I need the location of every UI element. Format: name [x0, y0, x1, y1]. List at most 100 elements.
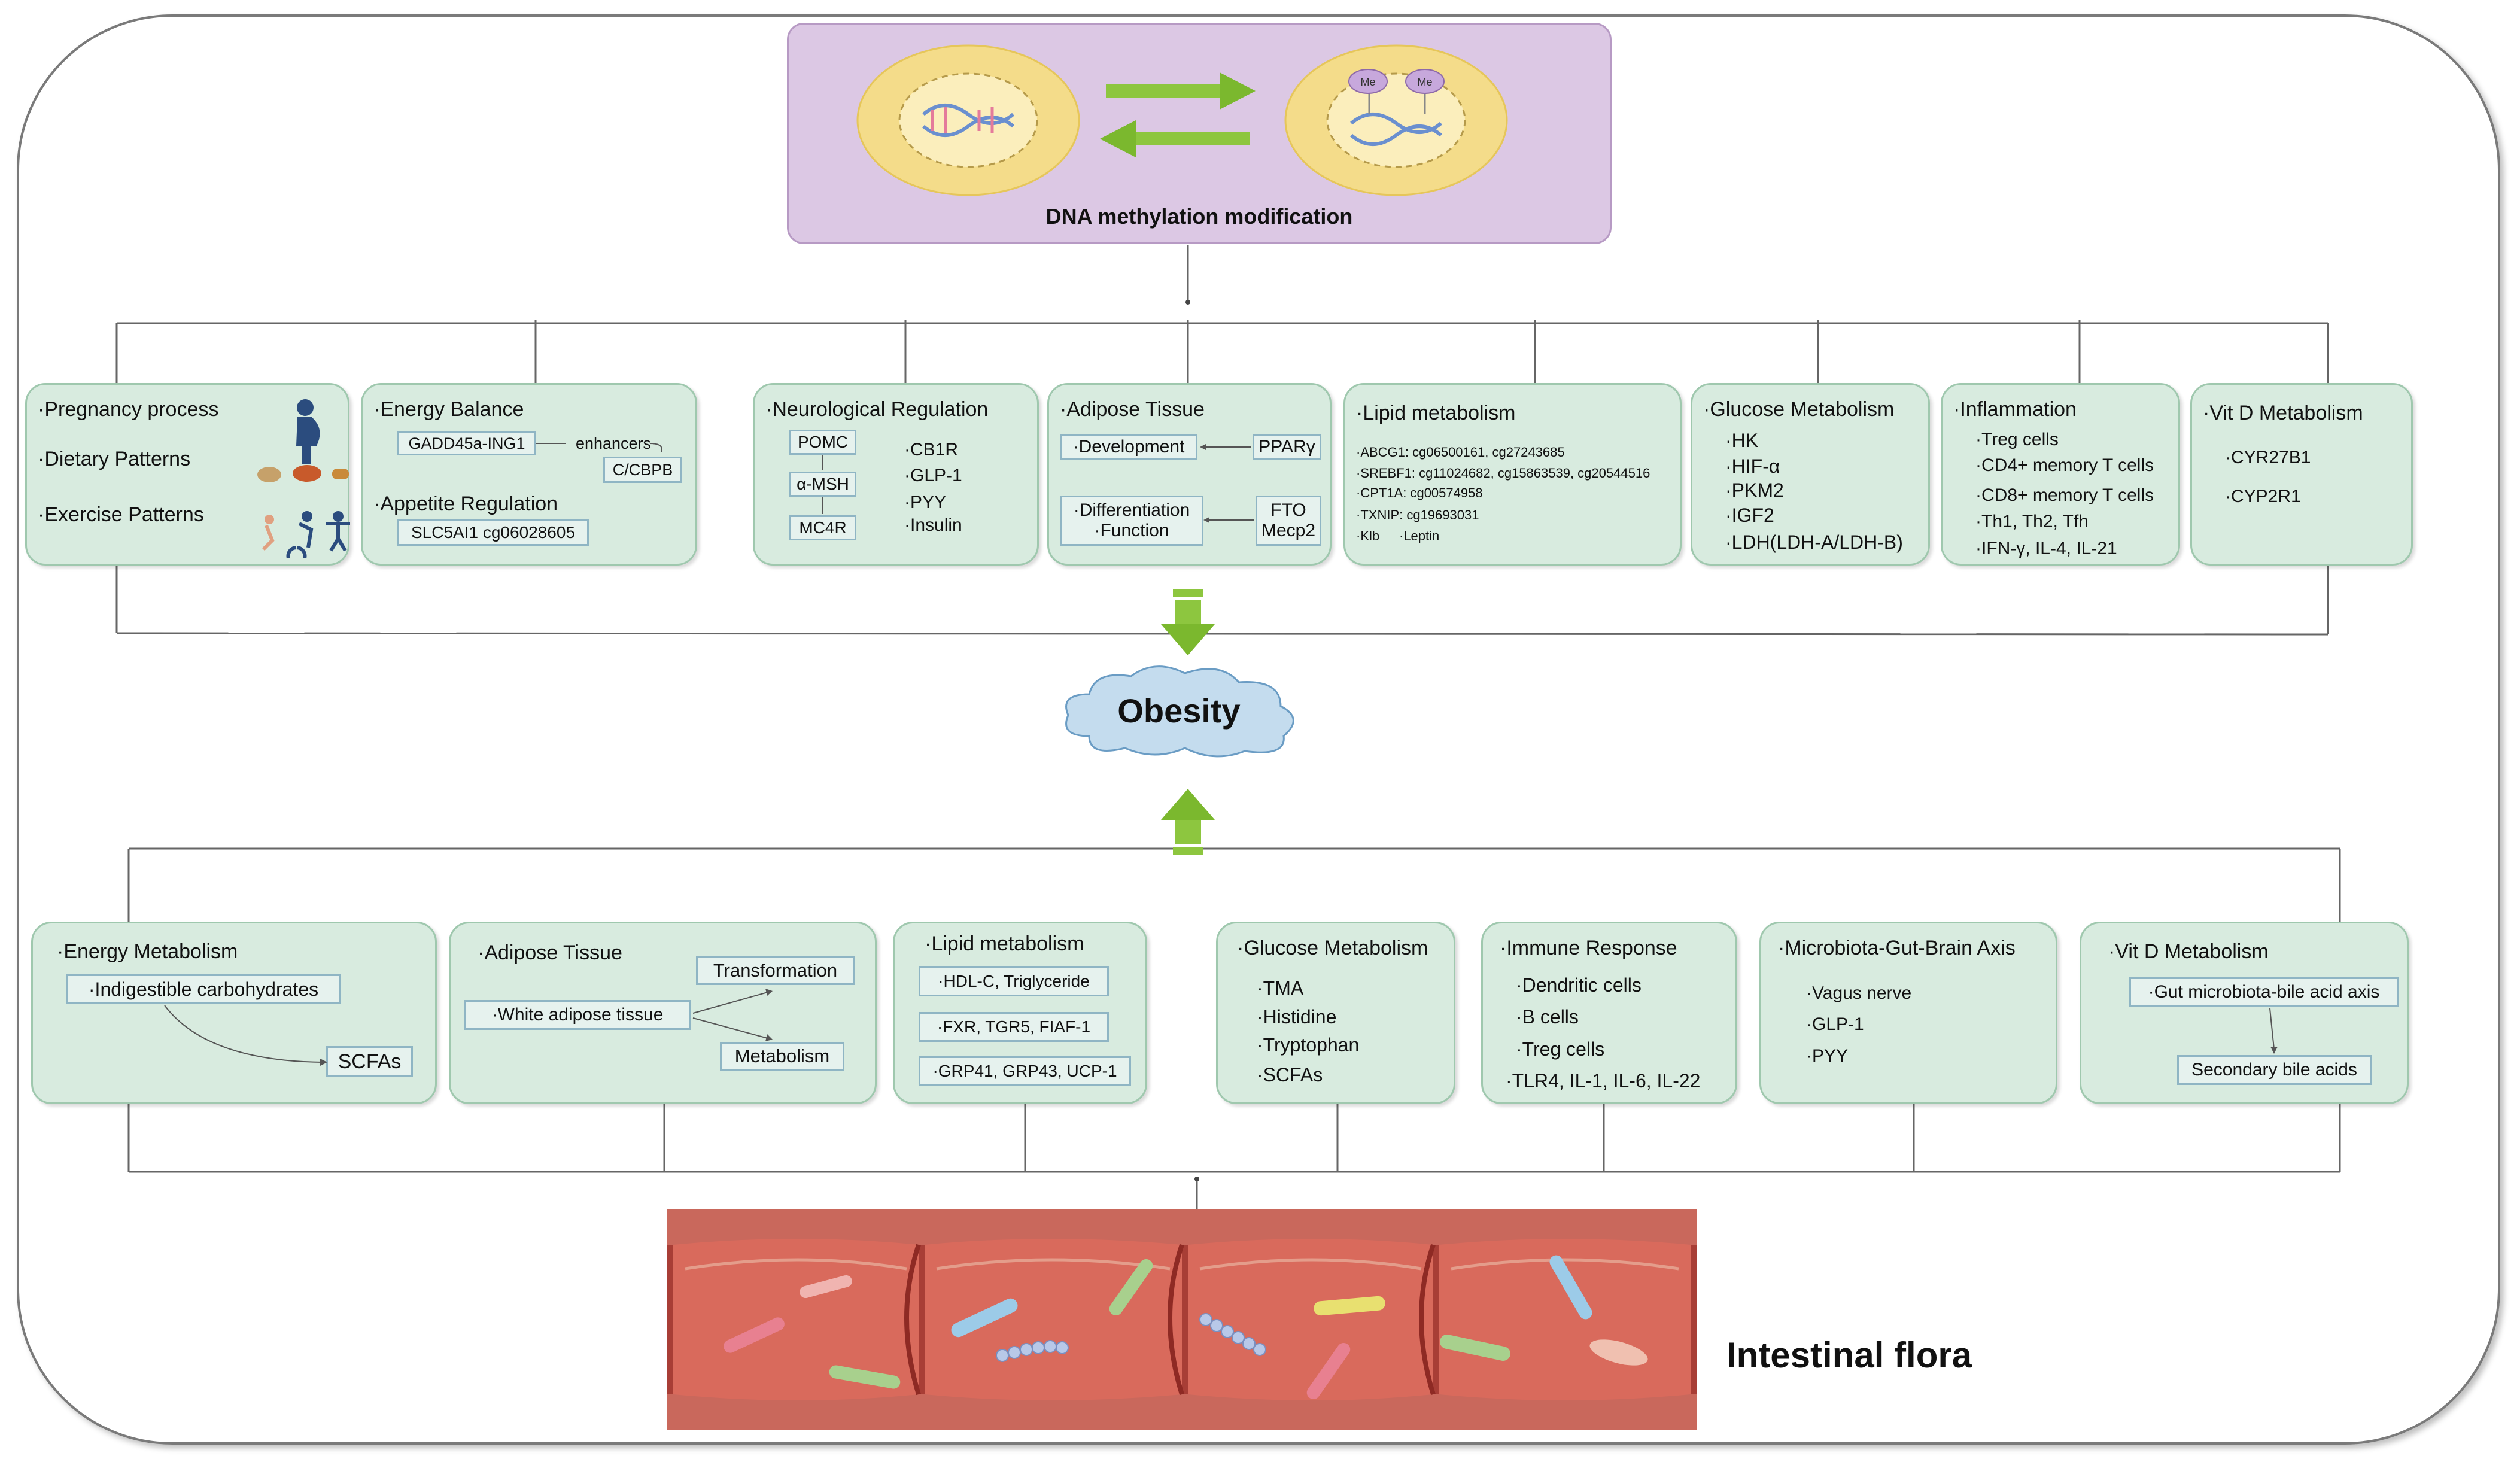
- cpt1a-item: ·CPT1A: cg00574958: [1356, 485, 1483, 500]
- immune-heading: ·Immune Response: [1500, 937, 1677, 959]
- differentiation-label: ·Differentiation: [1073, 500, 1190, 520]
- food-icon: [257, 465, 349, 482]
- obesity-cloud-icon: [1065, 665, 1294, 758]
- inflammation-heading: ·Inflammation: [1953, 398, 2077, 421]
- energy-balance-heading: ·Energy Balance: [373, 398, 524, 421]
- lipid-heading: ·Lipid metabolism: [1356, 402, 1516, 424]
- dna-methylation-panel: Me Me DNA methylation modification: [787, 23, 1612, 244]
- transformation-box: Transformation: [696, 956, 855, 985]
- glucose-heading: ·Glucose Metabolism: [1703, 398, 1895, 421]
- pregnancy-label: ·Pregnancy process: [38, 398, 219, 421]
- enhancers-box: enhancers: [575, 434, 652, 452]
- card-adipose-top: ·Adipose Tissue ·Development PPARγ ·Diff…: [1047, 383, 1332, 566]
- down-arrow-icon: [1161, 589, 1215, 655]
- cell-nucleus-icon: Me Me: [856, 44, 1508, 196]
- exercise-icon: [262, 511, 350, 558]
- vagus-item: ·Vagus nerve: [1806, 983, 1912, 1003]
- lifestyle-icons: [257, 399, 350, 558]
- card-lipid-bottom: ·Lipid metabolism ·HDL-C, Triglyceride ·…: [893, 922, 1147, 1104]
- card-glucose-top: ·Glucose Metabolism ·HK ·HIF-α ·PKM2 ·IG…: [1691, 383, 1930, 566]
- klb-item: ·Klb: [1356, 528, 1380, 543]
- ldh-item: ·LDH(LDH-A/LDH-B): [1725, 531, 1903, 553]
- abcg1-item: ·ABCG1: cg06500161, cg27243685: [1356, 445, 1565, 460]
- card-vitd-bottom: ·Vit D Metabolism ·Gut microbiota-bile a…: [2080, 922, 2409, 1104]
- ifn-item: ·IFN-γ, IL-4, IL-21: [1975, 539, 2117, 558]
- bacteria-chain-icon: [996, 1313, 1266, 1362]
- card-adipose-bottom: ·Adipose Tissue Transformation ·White ad…: [449, 922, 877, 1104]
- srebf1-item: ·SREBF1: cg11024682, cg15863539, cg20544…: [1356, 466, 1650, 481]
- gut-brain-heading: ·Microbiota-Gut-Brain Axis: [1778, 937, 2016, 959]
- card-lipid-top: ·Lipid metabolism ·ABCG1: cg06500161, cg…: [1343, 383, 1682, 566]
- differentiation-box: ·Differentiation ·Function: [1060, 496, 1203, 546]
- dietary-label: ·Dietary Patterns: [38, 448, 191, 470]
- card-immune: ·Immune Response ·Dendritic cells ·B cel…: [1481, 922, 1737, 1104]
- tryptophan-item: ·Tryptophan: [1257, 1034, 1360, 1056]
- me-label: Me: [1360, 76, 1375, 88]
- card-vitd-top: ·Vit D Metabolism ·CYR27B1 ·CYP2R1: [2190, 383, 2413, 566]
- cb1r-item: ·CB1R: [904, 440, 959, 460]
- obesity-label: Obesity: [1117, 692, 1241, 730]
- tlr4-item: ·TLR4, IL-1, IL-6, IL-22: [1506, 1070, 1701, 1092]
- card-lifestyle: ·Pregnancy process ·Dietary Patterns ·Ex…: [25, 383, 350, 566]
- bile-axis-box: ·Gut microbiota-bile acid axis: [2129, 977, 2399, 1007]
- msh-box: α-MSH: [789, 472, 856, 497]
- ccbpb-box: C/CBPB: [603, 457, 682, 483]
- vitd-heading: ·Vit D Metabolism: [2203, 402, 2363, 424]
- function-label: ·Function: [1094, 521, 1169, 540]
- card-glucose-bottom: ·Glucose Metabolism ·TMA ·Histidine ·Try…: [1216, 922, 1455, 1104]
- dna-methylation-title: DNA methylation modification: [1045, 204, 1353, 229]
- slc5ai1-box: SLC5AI1 cg06028605: [397, 519, 589, 546]
- pkm2-item: ·PKM2: [1725, 479, 1784, 501]
- gadd45a-box: GADD45a-ING1: [397, 431, 536, 455]
- igf2-item: ·IGF2: [1725, 504, 1774, 526]
- up-arrow-icon: [1161, 789, 1215, 855]
- grp41-box: ·GRP41, GRP43, UCP-1: [919, 1056, 1131, 1086]
- intestinal-flora-label: Intestinal flora: [1726, 1335, 1972, 1375]
- mecp2-label: Mecp2: [1261, 521, 1316, 540]
- adipose-bottom-heading: ·Adipose Tissue: [478, 941, 622, 964]
- card-energy-metabolism: ·Energy Metabolism ·Indigestible carbohy…: [31, 922, 437, 1104]
- card-inflammation: ·Inflammation ·Treg cells ·CD4+ memory T…: [1941, 383, 2180, 566]
- metabolism-box: Metabolism: [720, 1042, 844, 1071]
- fto-box: FTO Mecp2: [1256, 496, 1321, 546]
- cyr27b1-item: ·CYR27B1: [2225, 448, 2311, 467]
- card-gut-brain: ·Microbiota-Gut-Brain Axis ·Vagus nerve …: [1759, 922, 2057, 1104]
- hif-item: ·HIF-α: [1725, 455, 1780, 477]
- pyy-bottom-item: ·PYY: [1806, 1046, 1849, 1066]
- exercise-label: ·Exercise Patterns: [38, 503, 204, 526]
- adipose-heading: ·Adipose Tissue: [1060, 398, 1205, 421]
- fxr-box: ·FXR, TGR5, FIAF-1: [919, 1012, 1109, 1042]
- insulin-item: ·Insulin: [904, 515, 962, 535]
- scfas-item: ·SCFAs: [1257, 1064, 1323, 1086]
- svg-text:Me: Me: [1417, 76, 1432, 88]
- mc4r-box: MC4R: [789, 515, 856, 540]
- cyp2r1-item: ·CYP2R1: [2225, 487, 2301, 506]
- hdl-box: ·HDL-C, Triglyceride: [919, 966, 1109, 996]
- treg-bottom-item: ·Treg cells: [1516, 1038, 1605, 1060]
- neurological-heading: ·Neurological Regulation: [765, 398, 989, 421]
- glucose-bottom-heading: ·Glucose Metabolism: [1237, 937, 1428, 959]
- bacteria-icon: [724, 1255, 1648, 1400]
- treg-item: ·Treg cells: [1975, 430, 2059, 449]
- card-neurological: ·Neurological Regulation POMC α-MSH MC4R…: [753, 383, 1039, 566]
- glp1-item: ·GLP-1: [904, 466, 962, 485]
- vitd-bottom-heading: ·Vit D Metabolism: [2108, 940, 2269, 963]
- card-energy-balance: ·Energy Balance GADD45a-ING1 enhancers C…: [361, 383, 697, 566]
- glp1-bottom-item: ·GLP-1: [1806, 1014, 1864, 1034]
- secondary-bile-box: Secondary bile acids: [2177, 1055, 2372, 1085]
- ppar-box: PPARγ: [1253, 434, 1321, 460]
- white-adipose-box: ·White adipose tissue: [464, 1000, 691, 1030]
- energy-metabolism-heading: ·Energy Metabolism: [57, 940, 238, 963]
- histidine-item: ·Histidine: [1257, 1006, 1337, 1028]
- dendritic-item: ·Dendritic cells: [1516, 974, 1642, 996]
- appetite-heading: ·Appetite Regulation: [373, 493, 558, 515]
- cd4-item: ·CD4+ memory T cells: [1975, 455, 2154, 475]
- scfas-box: SCFAs: [326, 1046, 413, 1077]
- tma-item: ·TMA: [1257, 977, 1304, 999]
- fto-label: FTO: [1270, 500, 1306, 520]
- pyy-item: ·PYY: [904, 493, 947, 512]
- leptin-item: ·Leptin: [1399, 528, 1440, 543]
- lipid-bottom-heading: ·Lipid metabolism: [925, 932, 1084, 955]
- cd8-item: ·CD8+ memory T cells: [1975, 485, 2154, 505]
